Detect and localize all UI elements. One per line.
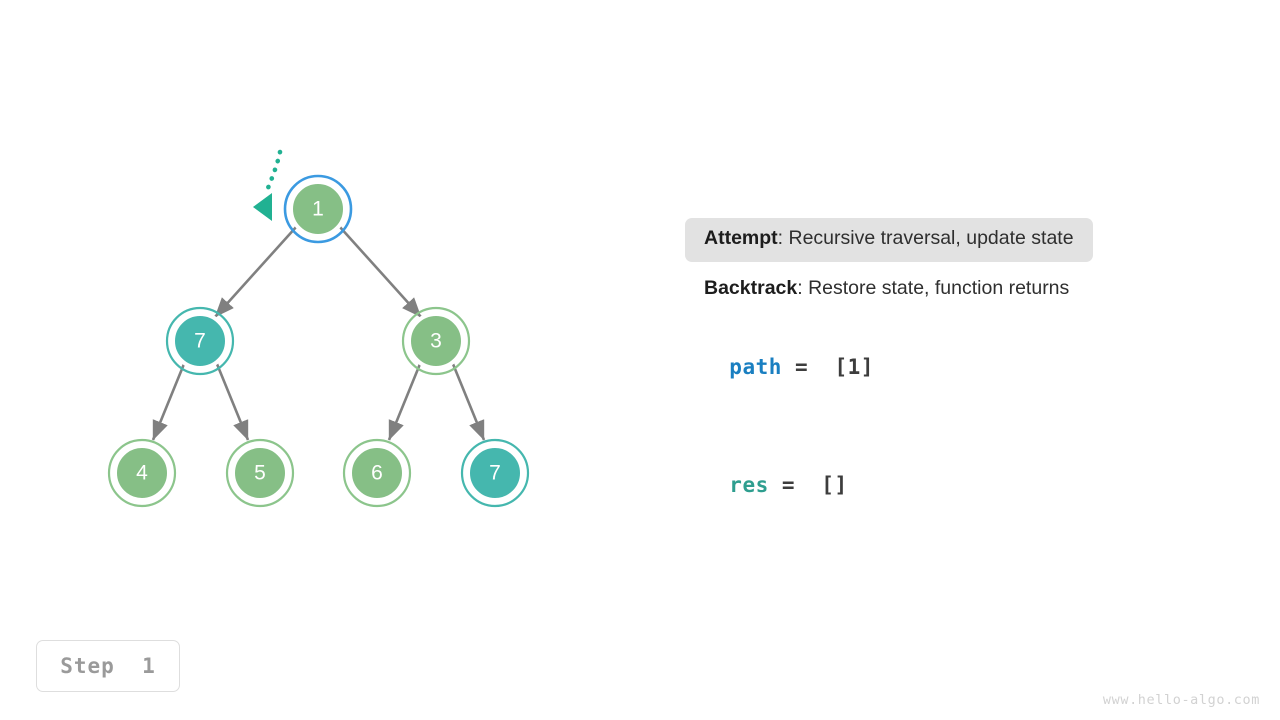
tree-node-6-circle [348, 444, 406, 502]
tree-node-3[interactable]: 3 [401, 306, 471, 376]
tree-nodes: 1 7 3 4 5 6 [107, 174, 530, 508]
tree-node-1-circle [289, 180, 347, 238]
path-variable-name: path [729, 355, 782, 379]
tree-node-5-ring [225, 438, 295, 508]
tree-node-5-label: 5 [254, 462, 266, 485]
tree-node-3-label: 3 [430, 330, 442, 353]
path-variable-value: = [1] [781, 355, 874, 379]
tree-node-3-ring [401, 306, 471, 376]
attempt-legend-row: Attempt: Recursive traversal, update sta… [685, 218, 1093, 262]
edge-1-to-7 [214, 225, 298, 318]
tree-node-7-right-label: 7 [489, 462, 501, 485]
tree-node-5-circle [231, 444, 289, 502]
path-variable-row: path = [1] [703, 331, 874, 379]
tree-node-7-left[interactable]: 7 [165, 306, 235, 376]
attempt-description: : Recursive traversal, update state [777, 227, 1074, 249]
watermark: www.hello-algo.com [1102, 692, 1260, 708]
info-panel: Attempt: Recursive traversal, update sta… [685, 218, 1245, 311]
tree-node-5[interactable]: 5 [225, 438, 295, 508]
tree-node-7-right[interactable]: 7 [460, 438, 530, 508]
backtrack-description: : Restore state, function returns [797, 276, 1070, 299]
tree-node-6-label: 6 [371, 462, 383, 485]
tree-node-1-label: 1 [312, 198, 324, 221]
tree-node-4-ring [107, 438, 177, 508]
backtrack-legend-row: Backtrack: Restore state, function retur… [685, 268, 1088, 312]
tree-node-6-ring [342, 438, 412, 508]
tree-node-1-highlight-ring [283, 174, 353, 244]
tree-edges [151, 225, 486, 441]
edge-7-to-4 [151, 363, 186, 441]
edge-3-to-7 [451, 363, 486, 441]
edge-7-to-5 [215, 363, 250, 441]
attempt-label: Attempt [704, 227, 778, 249]
tree-node-7-right-circle [466, 444, 524, 502]
tree-node-4-label: 4 [136, 462, 148, 485]
tree-node-3-circle [407, 312, 465, 370]
tree-node-4-circle [113, 444, 171, 502]
tree-node-6[interactable]: 6 [342, 438, 412, 508]
res-variable-row: res = [] [703, 449, 848, 497]
edge-1-to-3 [338, 225, 422, 318]
current-node-pointer [253, 149, 283, 221]
step-badge-label: Step 1 [60, 654, 156, 678]
res-variable-value: = [] [768, 473, 848, 497]
tree-node-7-left-ring [165, 306, 235, 376]
tree-node-7-left-label: 7 [194, 330, 206, 353]
edge-3-to-6 [387, 363, 422, 441]
tree-node-7-right-ring [460, 438, 530, 508]
binary-tree-diagram: 1 7 3 4 5 6 [107, 149, 530, 508]
res-variable-name: res [729, 473, 769, 497]
backtrack-label: Backtrack [704, 276, 798, 299]
tree-node-7-left-circle [171, 312, 229, 370]
tree-node-4[interactable]: 4 [107, 438, 177, 508]
tree-node-1[interactable]: 1 [283, 174, 353, 244]
step-badge: Step 1 [36, 640, 180, 692]
